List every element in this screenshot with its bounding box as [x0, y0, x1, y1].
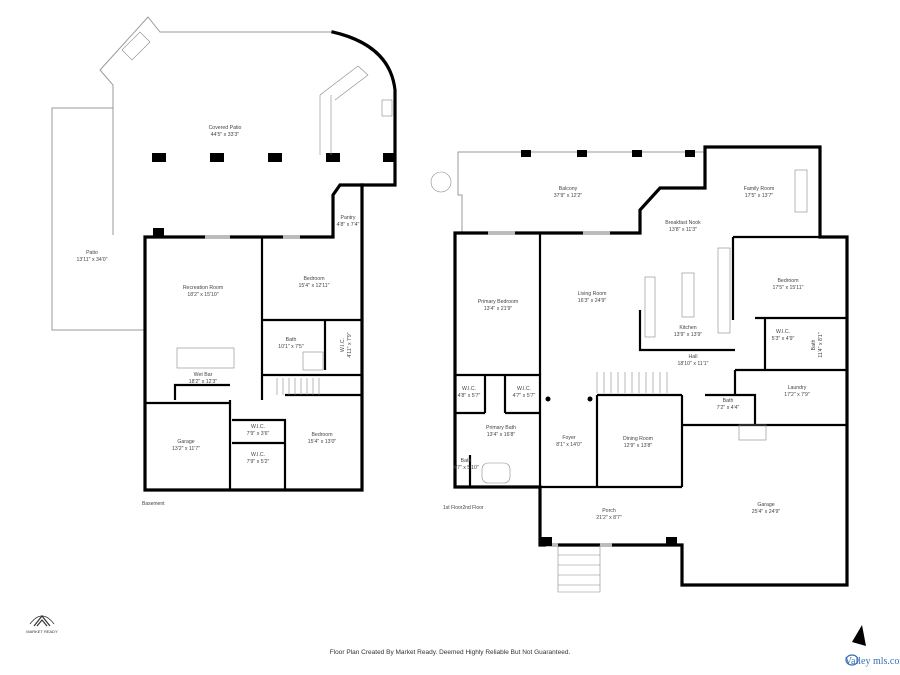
room-name: Patio [86, 250, 98, 256]
room-name: Primary Bedroom [478, 299, 518, 305]
room-size: 25'4" x 24'9" [752, 509, 781, 515]
market-ready-logo: MARKET READY [26, 615, 58, 634]
room-size: 37'9" x 12'2" [554, 193, 583, 199]
room-size: 15'4" x 12'11" [299, 283, 330, 289]
first-floor-fixtures [481, 169, 808, 593]
balcony-outline [457, 151, 705, 232]
room-name: W.I.C. [251, 452, 265, 458]
patio-columns [152, 153, 395, 236]
room-name: Bath [723, 398, 734, 404]
room-size: 16'3" x 24'9" [578, 298, 607, 304]
room-name: Recreation Room [183, 285, 223, 291]
room-name: Covered Patio [209, 125, 242, 131]
room-name: Living Room [578, 291, 607, 297]
basement-exterior-walls [143, 183, 364, 492]
covered-patio-curved-wall [331, 30, 397, 187]
room-size: 4'7" x 5'7" [513, 393, 536, 399]
first-floor-plan: Balcony 37'9" x 12'2" Family Room 17'5" … [430, 145, 849, 593]
first-floor-exterior-walls [453, 145, 849, 587]
room-size: 44'5" x 33'3" [211, 132, 240, 138]
disclaimer: Floor Plan Created By Market Ready. Deem… [330, 649, 571, 656]
room-size: 17'2" x 7'9" [784, 392, 810, 398]
basement-fixtures [176, 235, 324, 395]
room-size: 21'2" x 8'7" [596, 515, 622, 521]
room-size: 18'2" x 12'3" [189, 379, 218, 385]
room-size: 13'4" x 16'8" [487, 432, 516, 438]
room-size: 13'2" x 11'7" [172, 446, 200, 452]
room-name: Breakfast Nook [665, 220, 701, 226]
room-size: 13'11" x 34'0" [77, 257, 108, 263]
room-size: 8'1" x 14'0" [556, 442, 582, 448]
covered-patio-outline [99, 16, 333, 235]
room-name: Pantry [341, 215, 356, 221]
room-name: Dining Room [623, 436, 653, 442]
room-name: Bedroom [311, 432, 332, 438]
room-name: Bedroom [777, 278, 798, 284]
basement-interior-walls [145, 237, 362, 490]
room-size: 15'4" x 13'0" [308, 439, 337, 445]
room-name: W.I.C. [340, 338, 346, 352]
room-size: 7'9" x 3'6" [247, 431, 270, 437]
room-name: W.I.C. [776, 329, 790, 335]
room-name: Family Room [744, 186, 775, 192]
patio-outline [51, 107, 145, 331]
room-size: 13'9" x 13'9" [674, 332, 703, 338]
room-name: W.I.C. [517, 386, 531, 392]
room-size: 18'2" x 15'10" [187, 292, 218, 298]
room-name: Bath [286, 337, 297, 343]
room-name: Kitchen [679, 325, 696, 331]
room-size: 4'8" x 5'7" [458, 393, 481, 399]
room-size: 10'1" x 7'5" [278, 344, 304, 350]
spiral-stair [430, 171, 452, 193]
porch-columns [521, 150, 695, 546]
valley-mls-logo-text: Valley mls.com [845, 656, 900, 667]
room-name: Bath [811, 340, 817, 351]
room-size: 17'5" x 15'11" [773, 285, 804, 291]
room-name: Foyer [562, 435, 576, 441]
room-size: 4'7" x 5'10" [453, 465, 479, 471]
room-size: 7'9" x 5'2" [247, 459, 270, 465]
room-name: Hall [689, 354, 698, 360]
room-name: Balcony [559, 186, 578, 192]
room-name: Wet Bar [194, 372, 213, 378]
room-size: 13'8" x 11'3" [669, 227, 697, 233]
room-name: Bedroom [303, 276, 324, 282]
room-size: 4'11" x 7'9" [347, 332, 353, 357]
room-size: 18'10" x 11'1" [678, 361, 709, 367]
valley-mls-logo: Valley mls.com [845, 654, 900, 667]
floor-label-first-floor: 1st Floor2nd Floor [443, 505, 484, 511]
outdoor-kitchen-counter [121, 31, 393, 155]
room-name: Bath [461, 458, 472, 464]
room-name: Primary Bath [486, 425, 516, 431]
market-ready-logo-text: MARKET READY [26, 629, 58, 634]
room-name: W.I.C. [251, 424, 265, 430]
room-name: Porch [602, 508, 616, 514]
room-size: 17'5" x 13'7" [745, 193, 774, 199]
room-name: Laundry [788, 385, 807, 391]
room-size: 4'8" x 7'4" [337, 222, 360, 228]
floor-label-basement: Basement [142, 501, 165, 507]
room-size: 11'4" x 8'1" [818, 332, 824, 357]
room-size: 12'9" x 13'8" [624, 443, 653, 449]
room-size: 7'2" x 4'4" [717, 405, 740, 411]
north-arrow-icon [852, 625, 866, 646]
room-size: 5'3" x 4'9" [772, 336, 795, 342]
room-name: W.I.C. [462, 386, 476, 392]
room-name: Garage [757, 502, 774, 508]
room-name: Garage [177, 439, 194, 445]
first-floor-interior-walls [455, 233, 847, 489]
room-size: 13'4" x 21'9" [484, 306, 513, 312]
basement-plan: Covered Patio 44'5" x 33'3" Patio 13'11"… [51, 16, 397, 507]
